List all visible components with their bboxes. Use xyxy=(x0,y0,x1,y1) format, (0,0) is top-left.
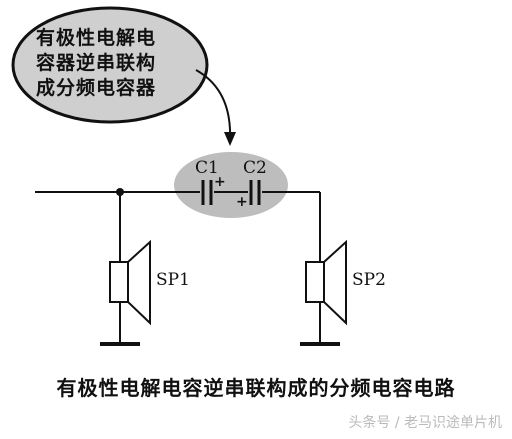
diagram-caption: 有极性电解电容逆串联构成的分频电容电路 xyxy=(56,376,456,400)
watermark: 头条号 / 老马识途单片机 xyxy=(348,415,502,431)
capacitor-highlight xyxy=(174,152,288,218)
c1-plus-label: + xyxy=(214,174,226,190)
callout-arrowhead xyxy=(224,132,236,146)
c1-label: C1 xyxy=(195,158,219,178)
callout-bubble xyxy=(11,6,209,124)
sp1-cone xyxy=(127,239,151,326)
c2-label: C2 xyxy=(243,158,267,178)
callout-line-2: 容器逆串联构 xyxy=(36,52,157,74)
callout-line-1: 有极性电解电 xyxy=(36,27,157,49)
sp1-magnet xyxy=(109,261,129,303)
sp1-label: SP1 xyxy=(156,270,190,290)
callout-text: 有极性电解电 容器逆串联构 成分频电容器 xyxy=(36,26,186,101)
sp2-cone xyxy=(323,239,347,326)
callout-line-3: 成分频电容器 xyxy=(36,77,157,99)
sp2-magnet xyxy=(305,261,325,303)
sp2-label: SP2 xyxy=(352,270,386,290)
callout-arrow xyxy=(195,69,232,141)
c2-plus-label: + xyxy=(236,194,248,210)
